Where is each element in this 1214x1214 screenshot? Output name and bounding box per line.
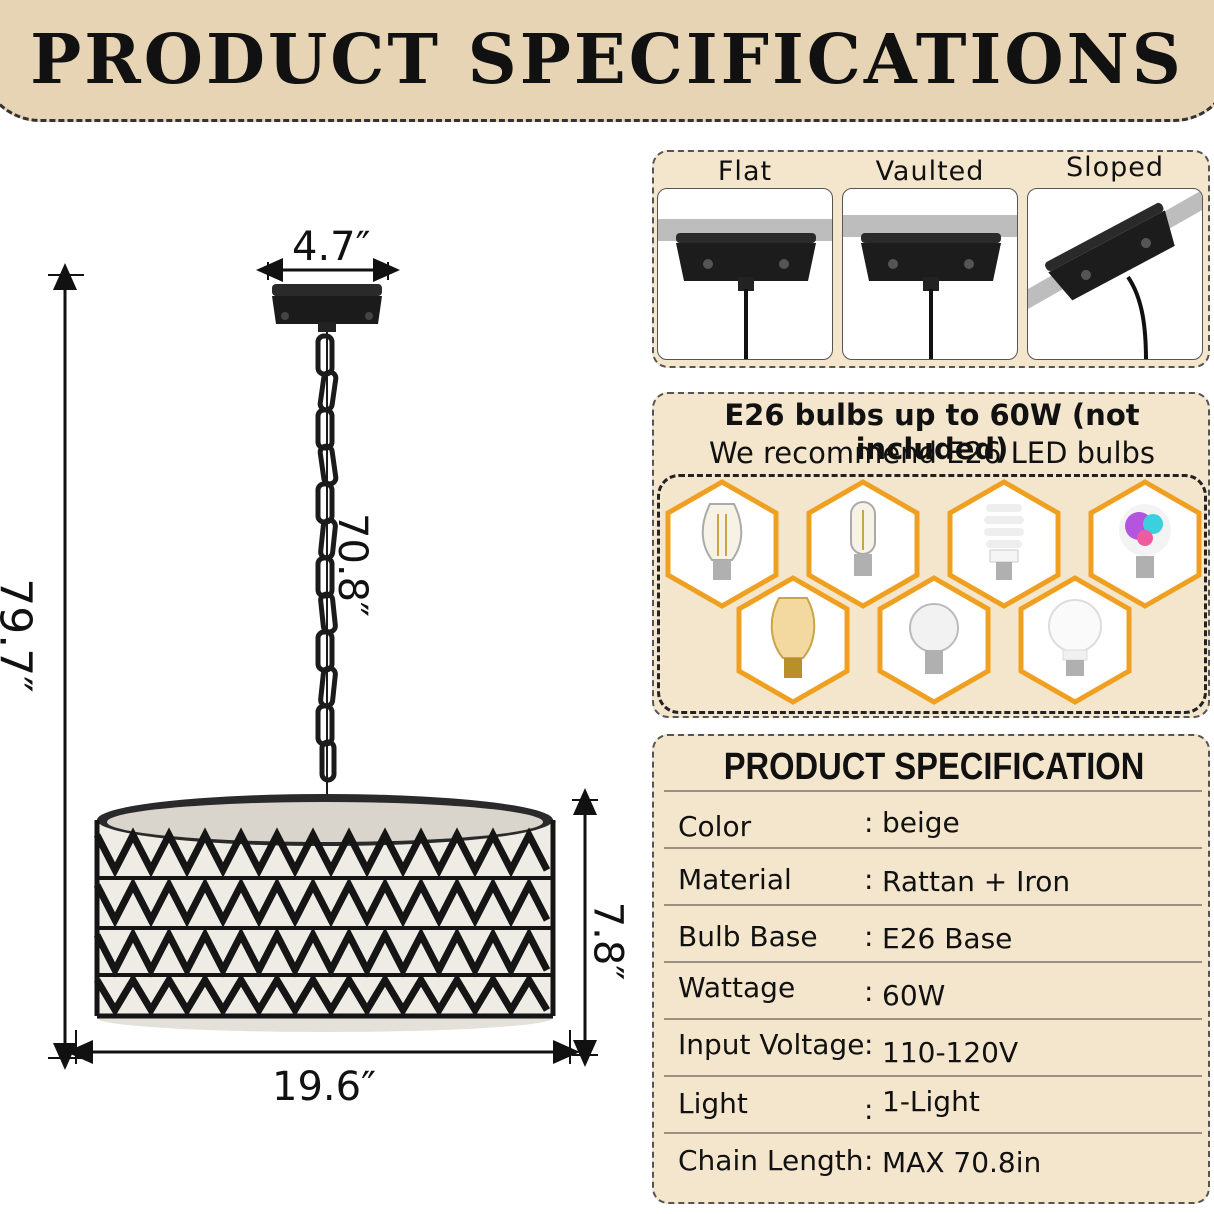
bulb-types-frame [657,474,1207,714]
spec-row-chain-length: Chain Length : MAX 70.8in [664,1134,1202,1191]
clear-a19-bulb-icon [880,578,988,702]
led-a19-bulb-icon [1021,578,1129,702]
spec-heading: PRODUCT SPECIFICATION [723,746,1145,788]
spec-value: Rattan + Iron [882,865,1071,898]
spec-colon: : [864,920,874,953]
canopy-icon [272,284,382,332]
spec-value: beige [882,806,960,839]
sloped-ceiling-icon [1028,190,1202,359]
spec-row-material: Material : Rattan + Iron [664,849,1202,906]
spec-value: MAX 70.8in [882,1146,1042,1179]
vaulted-ceiling-icon [843,215,1017,359]
spec-label: Material [678,863,792,896]
vintage-edison-bulb-icon [739,578,847,702]
spec-colon: : [864,1093,874,1126]
edison-filament-bulb-icon [668,482,776,606]
flat-ceiling-card [657,188,833,360]
bulb-max-wattage-text: E26 bulbs up to 60W (not included) [724,398,1140,466]
spec-row-wattage: Wattage : 60W [664,963,1202,1020]
chain-length-label: 70.8″ [329,512,376,618]
spec-row-color: Color : beige [664,792,1202,849]
spec-colon: : [864,863,874,896]
spec-colon: : [864,1144,874,1177]
spec-label: Bulb Base [678,920,818,953]
bulb-types-grid [657,474,1207,714]
spec-row-light: Light : 1-Light [664,1077,1202,1134]
chain-icon [315,332,339,800]
tubular-filament-bulb-icon [809,482,917,606]
spec-label: Wattage [678,971,796,1004]
vaulted-ceiling-card [842,188,1018,360]
spec-heading-divider [664,790,1202,792]
spec-label: Color [678,810,752,843]
spec-value: 60W [882,979,946,1012]
bulb-recommendation-text: We recommend E26 LED bulbs [708,436,1156,470]
spec-value: E26 Base [882,922,1013,955]
shade-width-label: 19.6″ [272,1064,377,1110]
mount-label-sloped: Sloped [1065,152,1165,183]
shade-height-label: 7.8″ [584,901,631,981]
spec-colon: : [864,1028,874,1061]
spiral-cfl-bulb-icon [950,482,1058,606]
spec-label: Input Voltage [678,1028,865,1061]
spec-row-bulb-base: Bulb Base : E26 Base [664,906,1202,963]
spec-colon: : [864,806,874,839]
flat-ceiling-icon [658,219,832,359]
spec-value: 1-Light [882,1085,980,1118]
spec-value: 110-120V [882,1036,1019,1069]
header-banner [0,0,1214,122]
spec-label: Chain Length [678,1144,864,1177]
spec-row-input-voltage: Input Voltage : 110-120V [664,1020,1202,1077]
spec-panel [652,734,1210,1204]
canopy-width-label: 4.7″ [292,224,371,270]
page-title: PRODUCT SPECIFICATIONS [30,20,1184,100]
rattan-shade-icon [93,794,556,1032]
sloped-ceiling-card [1027,188,1203,360]
mount-label-flat: Flat [717,156,773,187]
fixture-diagram [48,258,598,1070]
mount-label-vaulted: Vaulted [875,156,985,187]
spec-label: Light [678,1087,748,1120]
rgb-smart-bulb-icon [1091,482,1199,606]
spec-colon: : [864,975,874,1008]
total-height-label: 79.7″ [0,578,41,693]
